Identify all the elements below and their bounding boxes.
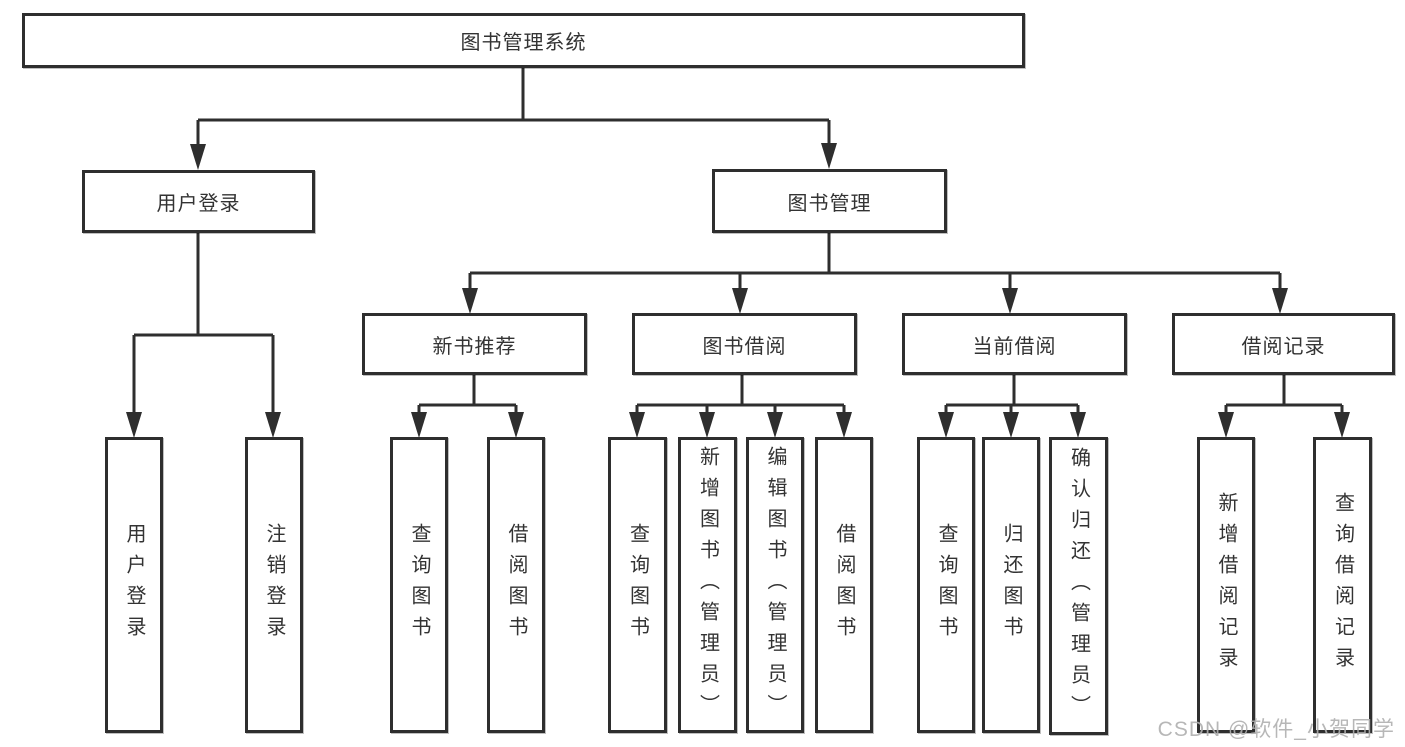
node-book-borrow: 图书借阅	[632, 313, 857, 375]
leaf-add-books-admin: 新增图书（管理员）	[678, 437, 737, 733]
node-root: 图书管理系统	[22, 13, 1025, 68]
leaf-add-borrow-record-label: 新增借阅记录	[1215, 492, 1237, 678]
leaf-edit-books-admin: 编辑图书（管理员）	[746, 437, 804, 733]
leaf-query-books-recommend-label: 查询图书	[408, 523, 430, 647]
leaf-return-books: 归还图书	[982, 437, 1040, 733]
leaf-query-books-current: 查询图书	[917, 437, 975, 733]
leaf-query-borrow-record-label: 查询借阅记录	[1331, 492, 1354, 678]
leaf-query-borrow-record: 查询借阅记录	[1313, 437, 1372, 733]
leaf-query-books-borrow-label: 查询图书	[626, 523, 649, 647]
leaf-logout-label: 注销登录	[263, 523, 285, 647]
node-user-login-label: 用户登录	[156, 193, 241, 215]
node-book-management-label: 图书管理	[787, 192, 872, 215]
node-current-borrow-label: 当前借阅	[972, 335, 1057, 358]
leaf-borrow-books-recommend-label: 借阅图书	[505, 523, 527, 647]
leaf-edit-books-admin-label: 编辑图书（管理员）	[764, 445, 786, 725]
leaf-user-login-label: 用户登录	[123, 523, 145, 647]
node-borrow-records: 借阅记录	[1172, 313, 1395, 375]
leaf-query-books-current-label: 查询图书	[935, 523, 957, 647]
leaf-return-books-label: 归还图书	[1000, 523, 1022, 647]
node-user-login: 用户登录	[82, 170, 315, 233]
node-book-borrow-label: 图书借阅	[702, 335, 787, 358]
node-current-borrow: 当前借阅	[902, 313, 1127, 375]
leaf-borrow-books: 借阅图书	[815, 437, 873, 733]
node-root-label: 图书管理系统	[460, 32, 587, 54]
leaf-confirm-return-admin-label: 确认归还（管理员）	[1067, 446, 1090, 726]
leaf-logout: 注销登录	[245, 437, 303, 733]
leaf-confirm-return-admin: 确认归还（管理员）	[1049, 437, 1108, 735]
csdn-watermark: CSDN @软件_小贺同学	[1157, 718, 1395, 741]
node-new-book-recommend-label: 新书推荐	[432, 335, 517, 358]
node-book-management: 图书管理	[712, 169, 947, 233]
leaf-add-borrow-record: 新增借阅记录	[1197, 437, 1255, 733]
leaf-add-books-admin-label: 新增图书（管理员）	[696, 445, 719, 725]
node-borrow-records-label: 借阅记录	[1241, 335, 1326, 358]
leaf-borrow-books-label: 借阅图书	[833, 523, 855, 647]
leaf-query-books-borrow: 查询图书	[608, 437, 667, 733]
leaf-borrow-books-recommend: 借阅图书	[487, 437, 545, 733]
node-new-book-recommend: 新书推荐	[362, 313, 587, 375]
leaf-query-books-recommend: 查询图书	[390, 437, 448, 733]
leaf-user-login: 用户登录	[105, 437, 163, 733]
